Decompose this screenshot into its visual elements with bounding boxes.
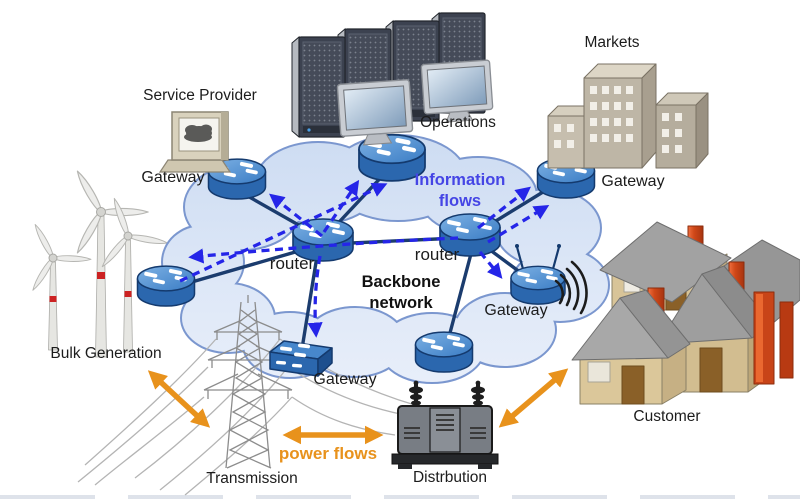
service-provider-label: Service Provider (143, 87, 257, 104)
backbone-line1: Backbone (361, 273, 441, 291)
information-flow-arrows (179, 179, 550, 338)
transmission-gateway-box-icon (269, 340, 333, 377)
transmission-gateway-label: Gateway (313, 371, 377, 388)
bottom-router-icon (414, 331, 474, 373)
information-flows-line1: Information (414, 171, 506, 189)
information-flows-line2: flows (438, 191, 482, 210)
bulk-generation-label: Bulk Generation (50, 345, 162, 362)
power-flow-arrows (147, 368, 569, 445)
power-flows-label: power flows (278, 444, 378, 463)
wind-turbines-icon (29, 168, 169, 358)
customer-wireless-gateway-icon (510, 244, 566, 305)
customer-houses-icon (571, 221, 800, 405)
distribution-transformer-icon (391, 380, 499, 469)
backbone-network-label: Backbone network (362, 272, 441, 315)
distribution-label: Distrbution (412, 469, 488, 486)
customer-label: Customer (633, 408, 701, 425)
information-flows-label: Information flows (415, 170, 506, 211)
router-left-label: router (269, 254, 315, 273)
markets-gateway-label: Gateway (601, 173, 665, 190)
operations-label: Operations (420, 114, 496, 131)
left-router-icon (136, 265, 196, 307)
markets-building-icon (547, 63, 709, 169)
router-right-label: router (414, 245, 460, 264)
customer-gateway-label: Gateway (484, 302, 548, 319)
operations-servers-icon (291, 12, 494, 146)
service-provider-gateway-label: Gateway (141, 169, 205, 186)
markets-label: Markets (584, 34, 640, 51)
wireless-signal-icon (554, 260, 588, 315)
bottom-edge-strip (0, 495, 800, 499)
service-provider-computer-icon (158, 111, 232, 173)
backbone-line2: network (369, 294, 433, 313)
transmission-label: Transmission (206, 470, 298, 487)
